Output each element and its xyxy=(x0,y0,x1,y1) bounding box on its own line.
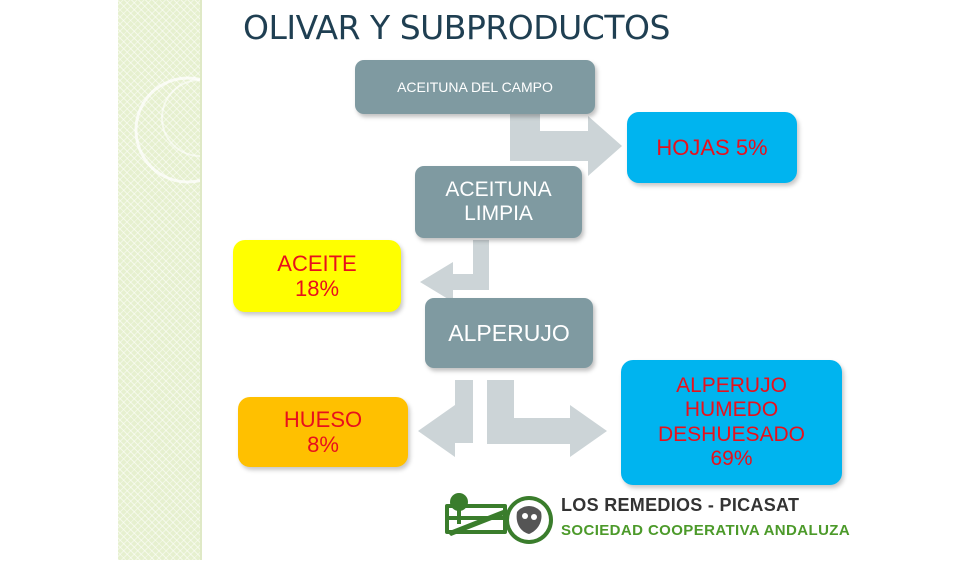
box-aceituna-del-campo: ACEITUNA DEL CAMPO xyxy=(355,60,595,114)
box-label: ALPERUJO xyxy=(448,319,570,346)
box-label-line: 18% xyxy=(294,276,340,301)
box-label-line: 8% xyxy=(307,432,339,457)
decorative-sidebar xyxy=(118,0,242,560)
arrow-limpia-to-aceite xyxy=(420,240,489,302)
box-label-line: ACEITUNA xyxy=(445,177,552,201)
box-label-line: HUMEDO xyxy=(684,398,779,422)
box-label-line: LIMPIA xyxy=(464,202,533,225)
box-aceite: ACEITE 18% xyxy=(233,240,401,312)
box-label-line: 69% xyxy=(710,446,753,470)
box-label-line: DESHUESADO xyxy=(657,422,806,446)
logo-subtitle: SOCIEDAD COOPERATIVA ANDALUZA xyxy=(561,522,851,539)
arrow-campo-to-hojas xyxy=(510,114,622,176)
box-label: ACEITUNA DEL CAMPO xyxy=(397,78,553,95)
arrow-alperujo-to-humedo xyxy=(487,380,607,457)
arrow-alperujo-to-hueso xyxy=(418,380,473,457)
box-aceituna-limpia: ACEITUNA LIMPIA xyxy=(415,166,582,238)
box-hueso: HUESO 8% xyxy=(238,397,408,467)
box-hojas: HOJAS 5% xyxy=(627,112,797,183)
box-alperujo-humedo-deshuesado: ALPERUJO HUMEDO DESHUESADO 69% xyxy=(621,360,842,485)
sidebar-divider xyxy=(200,0,202,560)
logo-name: LOS REMEDIOS - PICASAT xyxy=(561,495,800,515)
box-alperujo: ALPERUJO xyxy=(425,298,593,368)
slide-title: OLIVAR Y SUBPRODUCTOS xyxy=(243,8,670,47)
box-label-line: ACEITE xyxy=(277,250,357,276)
box-label-line: ALPERUJO xyxy=(676,374,787,398)
box-label-line: HUESO xyxy=(283,406,363,432)
cooperative-logo xyxy=(445,493,553,544)
box-label: HOJAS 5% xyxy=(656,134,768,160)
